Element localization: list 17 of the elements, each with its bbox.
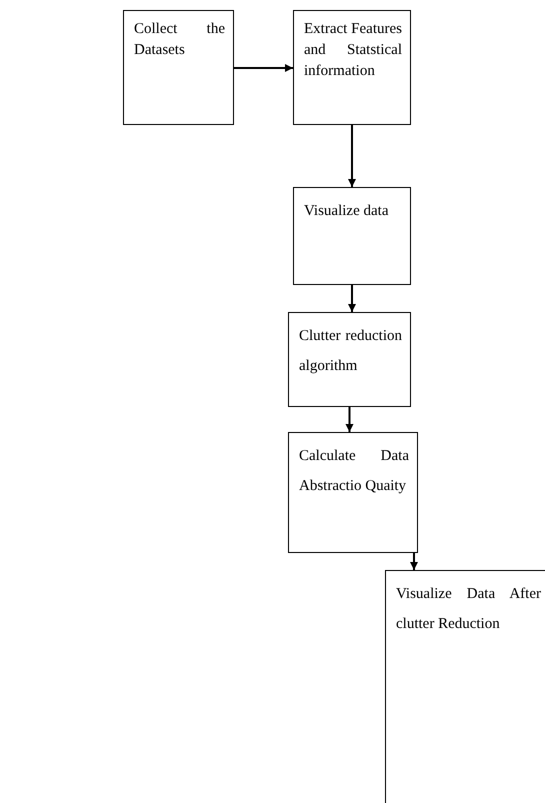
process-box — [385, 570, 545, 803]
box-label: Visualize data — [304, 202, 390, 221]
process-box — [288, 312, 411, 407]
process-box — [293, 10, 411, 125]
box-label: Visualize Data After clutter Reduction — [396, 585, 541, 634]
box-label: Calculate Data Abstractio Quaity — [299, 447, 409, 496]
process-box — [288, 432, 418, 553]
arrow — [234, 64, 293, 72]
process-box — [123, 10, 234, 125]
box-label: Extract Features and Statstical information — [304, 20, 402, 81]
process-box — [293, 187, 411, 285]
arrow — [410, 553, 418, 570]
arrow — [348, 125, 356, 187]
box-label: Clutter reduction algorithm — [299, 327, 402, 376]
box-label: Collect the Datasets — [134, 20, 225, 60]
arrow — [348, 285, 356, 312]
arrow — [346, 407, 354, 432]
